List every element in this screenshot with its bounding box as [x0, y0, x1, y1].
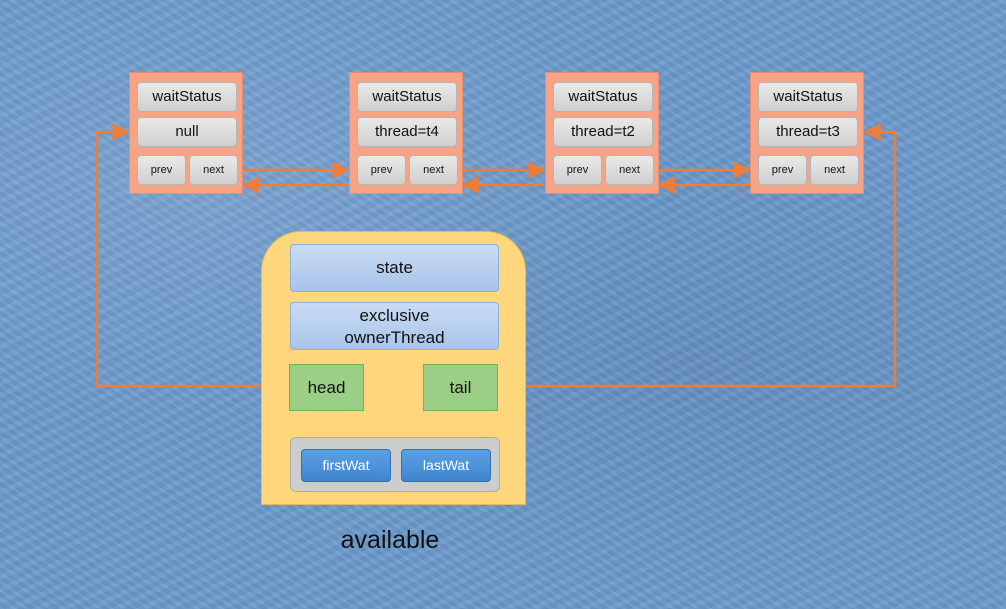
exclusive-owner-thread-field: exclusive ownerThread — [290, 302, 499, 350]
prev-field: prev — [137, 155, 186, 185]
thread-field: thread=t3 — [758, 117, 858, 147]
thread-field: null — [137, 117, 237, 147]
last-waiter-field: lastWat — [401, 449, 491, 482]
wait-status-field: waitStatus — [137, 82, 237, 112]
queue-node-0: waitStatus null prev next — [129, 72, 243, 194]
thread-field: thread=t2 — [553, 117, 653, 147]
owner-thread-label: ownerThread — [344, 328, 445, 347]
wait-status-field: waitStatus — [758, 82, 858, 112]
queue-node-2: waitStatus thread=t2 prev next — [545, 72, 659, 194]
head-pointer-arrow — [95, 123, 289, 388]
waiter-container: firstWat lastWat — [290, 437, 500, 492]
prev-field: prev — [357, 155, 406, 185]
next-field: next — [409, 155, 458, 185]
queue-node-3: waitStatus thread=t3 prev next — [750, 72, 864, 194]
next-field: next — [810, 155, 859, 185]
next-field: next — [605, 155, 654, 185]
head-pointer: head — [289, 364, 364, 411]
prev-field: prev — [553, 155, 602, 185]
state-field: state — [290, 244, 499, 292]
wait-status-field: waitStatus — [553, 82, 653, 112]
tail-pointer: tail — [423, 364, 498, 411]
first-waiter-field: firstWat — [301, 449, 391, 482]
next-field: next — [189, 155, 238, 185]
prev-field: prev — [758, 155, 807, 185]
lock-object: state exclusive ownerThread head tail fi… — [261, 231, 526, 505]
thread-field: thread=t4 — [357, 117, 457, 147]
diagram-caption: available — [340, 526, 440, 554]
wait-status-field: waitStatus — [357, 82, 457, 112]
tail-pointer-arrow — [497, 123, 897, 388]
exclusive-label: exclusive — [359, 306, 430, 325]
queue-node-1: waitStatus thread=t4 prev next — [349, 72, 463, 194]
